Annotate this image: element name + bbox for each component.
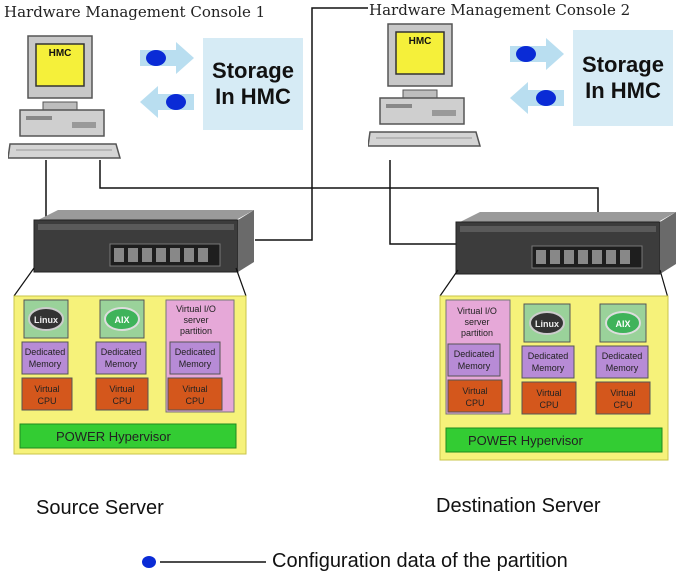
legend-dot-icon: [142, 556, 156, 568]
hmc2-screen-label: HMC: [408, 36, 432, 47]
config-data-dot: [536, 90, 556, 106]
virtual-cpu-label: CPU: [37, 396, 56, 406]
source-hypervisor-bar: [19, 423, 237, 449]
dedicated-memory-label: Dedicated: [602, 351, 643, 361]
hmc2-to-source-line: [255, 7, 368, 241]
storage-label-line2: In HMC: [215, 84, 291, 109]
dedicated-memory-label: Memory: [179, 359, 212, 369]
hmc1-screen-label: HMC: [48, 48, 72, 59]
config-data-dot: [166, 94, 186, 110]
source-server-hardware-icon: [33, 210, 254, 273]
virtual-cpu-label: Virtual: [34, 384, 59, 394]
virtual-cpu-label: Virtual: [182, 384, 207, 394]
dedicated-memory-label: Dedicated: [528, 351, 569, 361]
vios-label: partition: [461, 328, 493, 338]
dedicated-memory-label: Memory: [29, 359, 62, 369]
hmc1-title: Hardware Management Console 1: [4, 3, 266, 21]
dedicated-memory-label: Memory: [105, 359, 138, 369]
storage-label-line1: Storage: [212, 58, 294, 83]
virtual-cpu-label: CPU: [112, 396, 131, 406]
aix-logo: AIX: [114, 315, 129, 325]
hmc2-to-destination-line: [389, 160, 460, 245]
dedicated-memory-label: Memory: [458, 361, 491, 371]
hmc1-data-arrows: [140, 42, 194, 118]
vios-label: server: [464, 317, 489, 327]
virtual-cpu-label: Virtual: [109, 384, 134, 394]
dedicated-memory-label: Dedicated: [25, 347, 66, 357]
dedicated-memory-label: Memory: [532, 363, 565, 373]
virtual-cpu-label: Virtual: [462, 386, 487, 396]
storage-label-line1: Storage: [582, 52, 664, 77]
destination-server-caption: Destination Server: [436, 495, 601, 517]
source-server-caption: Source Server: [36, 497, 164, 519]
virtual-cpu-label: CPU: [613, 400, 632, 410]
linux-logo: Linux: [34, 315, 58, 325]
hmc1-to-destination-line: [99, 160, 599, 232]
virtual-cpu-label: CPU: [465, 398, 484, 408]
linux-logo: Linux: [535, 319, 559, 329]
config-data-dot: [516, 46, 536, 62]
destination-server-hardware-icon: [455, 212, 676, 275]
hmc2-title: Hardware Management Console 2: [369, 1, 631, 19]
destination-hypervisor-label: POWER Hypervisor: [468, 433, 584, 448]
config-data-dot: [146, 50, 166, 66]
hmc1-storage-box: Storage In HMC: [203, 38, 303, 130]
hmc2-data-arrows: [510, 38, 564, 114]
dedicated-memory-label: Dedicated: [175, 347, 216, 357]
legend-symbol: [142, 556, 266, 568]
virtual-cpu-label: CPU: [185, 396, 204, 406]
source-hypervisor-label: POWER Hypervisor: [56, 429, 172, 444]
hmc2-computer-icon: [368, 23, 481, 147]
legend-label: Configuration data of the partition: [272, 550, 568, 572]
hmc2-storage-box: Storage In HMC: [573, 30, 673, 126]
hmc1-computer-icon: [8, 35, 121, 159]
dedicated-memory-label: Dedicated: [454, 349, 495, 359]
destination-hypervisor-bar: [445, 427, 663, 453]
virtual-cpu-label: CPU: [539, 400, 558, 410]
storage-label-line2: In HMC: [585, 78, 661, 103]
vios-label: Virtual I/O: [457, 306, 497, 316]
vios-label: partition: [180, 326, 212, 336]
virtual-cpu-label: Virtual: [536, 388, 561, 398]
vios-label: Virtual I/O: [176, 304, 216, 314]
dedicated-memory-label: Memory: [606, 363, 639, 373]
virtual-cpu-label: Virtual: [610, 388, 635, 398]
aix-logo: AIX: [615, 319, 630, 329]
dedicated-memory-label: Dedicated: [101, 347, 142, 357]
vios-label: server: [183, 315, 208, 325]
